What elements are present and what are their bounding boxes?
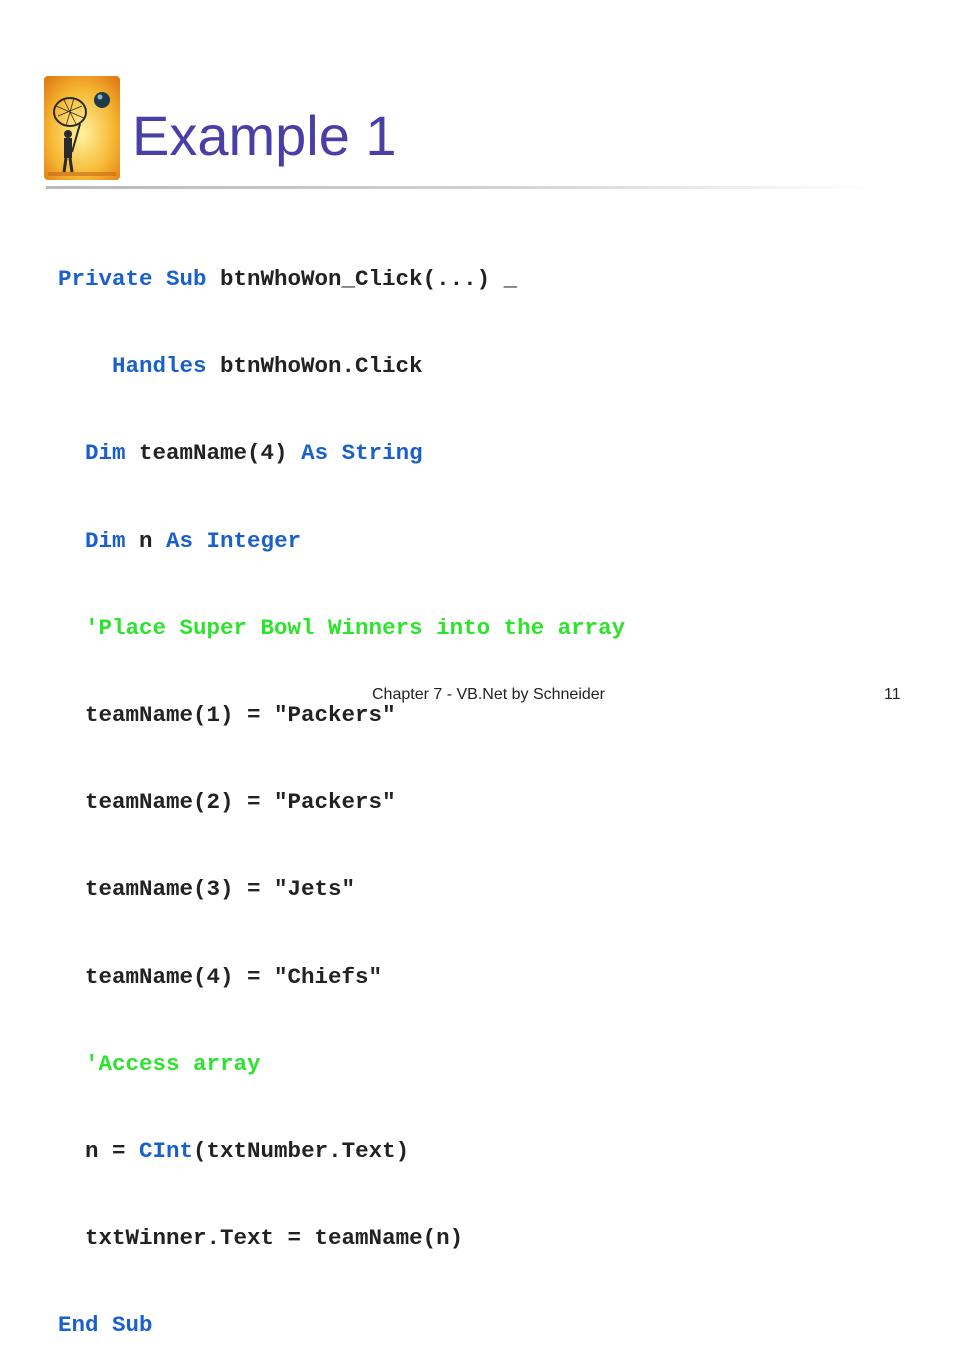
code-text: n — [125, 527, 167, 554]
code-indent — [58, 440, 85, 466]
code-line: n = CInt(txtNumber.Text) — [58, 1134, 625, 1169]
code-line: Handles btnWhoWon.Click — [58, 349, 625, 384]
code-keyword: Handles — [112, 353, 207, 380]
code-indent — [58, 964, 85, 990]
code-keyword: Dim — [85, 527, 126, 554]
code-text: n = — [85, 1137, 140, 1164]
code-text: teamName(1) = "Packers" — [85, 701, 396, 728]
code-keyword: As String — [301, 440, 423, 467]
code-keyword: Dim — [85, 440, 126, 467]
code-line: Private Sub btnWhoWon_Click(...) _ — [58, 262, 625, 297]
page-number: 11 — [884, 686, 901, 703]
code-line: txtWinner.Text = teamName(n) — [58, 1221, 625, 1256]
code-indent — [58, 702, 85, 728]
code-block: Private Sub btnWhoWon_Click(...) _ Handl… — [58, 210, 625, 1369]
code-text: (txtNumber.Text) — [193, 1137, 410, 1164]
code-comment: 'Access array — [85, 1050, 261, 1077]
code-line: teamName(4) = "Chiefs" — [58, 960, 625, 995]
code-comment: 'Place Super Bowl Winners into the array — [85, 614, 626, 641]
code-line: 'Place Super Bowl Winners into the array — [58, 611, 625, 646]
code-text: teamName(2) = "Packers" — [85, 789, 396, 816]
code-indent — [58, 876, 85, 902]
code-line: Dim n As Integer — [58, 524, 625, 559]
code-text: btnWhoWon.Click — [206, 353, 423, 380]
footer-chapter-text: Chapter 7 - VB.Net by Schneider — [372, 686, 606, 703]
code-keyword: As Integer — [166, 527, 302, 554]
code-indent — [58, 1051, 85, 1077]
code-line: 'Access array — [58, 1047, 625, 1082]
code-keyword: End Sub — [58, 1312, 153, 1339]
code-keyword: Private Sub — [58, 266, 207, 292]
code-text: txtWinner.Text = teamName(n) — [85, 1225, 464, 1252]
code-indent — [58, 528, 85, 554]
code-line: Dim teamName(4) As String — [58, 436, 625, 471]
code-text: teamName(4) — [125, 440, 302, 467]
code-keyword: CInt — [139, 1137, 194, 1164]
slide-title: Example 1 — [132, 104, 397, 167]
code-indent — [58, 1138, 85, 1164]
code-text: teamName(3) = "Jets" — [85, 876, 356, 903]
code-line: teamName(2) = "Packers" — [58, 785, 625, 820]
code-indent — [58, 1225, 85, 1251]
code-indent — [58, 615, 85, 641]
code-text: btnWhoWon_Click(...) _ — [206, 266, 518, 292]
code-indent — [58, 353, 112, 379]
title-divider — [46, 186, 876, 189]
code-text: teamName(4) = "Chiefs" — [85, 963, 383, 990]
butterfly-net-person-icon — [44, 76, 120, 180]
code-line: End Sub — [58, 1308, 625, 1343]
code-line: teamName(3) = "Jets" — [58, 872, 625, 907]
code-indent — [58, 789, 85, 815]
